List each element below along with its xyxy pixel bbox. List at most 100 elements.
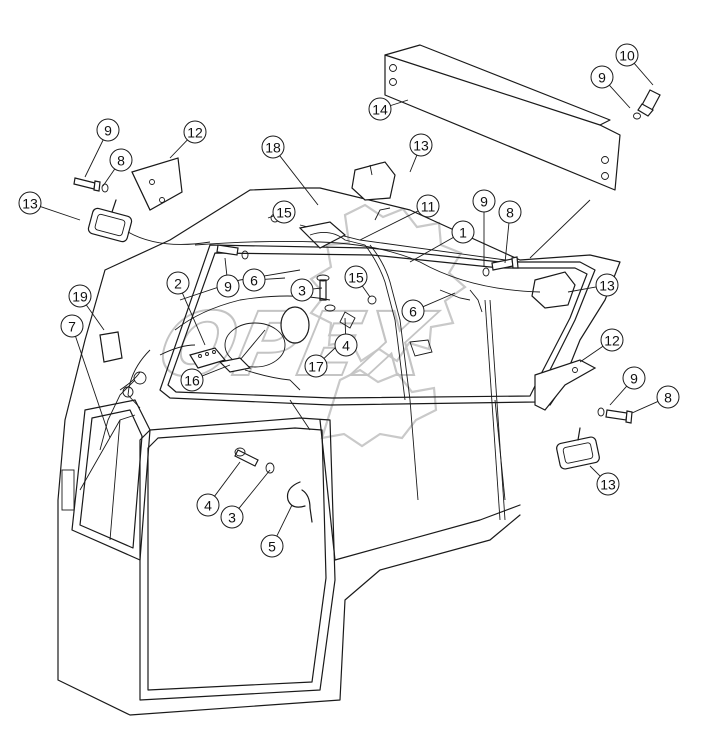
callout-number: 14 bbox=[372, 102, 388, 118]
callout-9: 9 bbox=[472, 189, 496, 267]
callout-11: 11 bbox=[359, 194, 440, 241]
callout-circle bbox=[590, 65, 614, 89]
callout-leader bbox=[85, 304, 105, 331]
bracket-right bbox=[534, 359, 597, 411]
work-light-right-upper bbox=[531, 271, 576, 309]
callout-number: 3 bbox=[298, 283, 306, 299]
callout-9: 9 bbox=[609, 366, 646, 406]
callout-leader bbox=[609, 385, 628, 406]
callout-circle bbox=[18, 191, 42, 215]
callout-leader bbox=[422, 292, 456, 308]
callout-number: 9 bbox=[630, 371, 638, 387]
roof-fixtures bbox=[224, 213, 483, 368]
callout-circle bbox=[401, 299, 425, 323]
cab-body bbox=[57, 187, 621, 716]
callout-leader bbox=[267, 215, 274, 219]
callout-circle bbox=[344, 265, 368, 289]
callout-number: 9 bbox=[480, 194, 488, 210]
callout-number: 13 bbox=[600, 477, 616, 493]
callout-6: 6 bbox=[401, 292, 456, 323]
callout-5: 5 bbox=[260, 504, 293, 558]
callout-number: 9 bbox=[598, 70, 606, 86]
callout-13: 13 bbox=[409, 133, 433, 173]
callout-number: 1 bbox=[459, 225, 467, 241]
callout-leader bbox=[504, 222, 510, 264]
callout-leader bbox=[264, 277, 286, 280]
callout-3: 3 bbox=[220, 469, 271, 529]
callout-circle bbox=[261, 135, 285, 159]
callout-leader bbox=[609, 84, 631, 109]
callout-number: 5 bbox=[268, 539, 276, 555]
callout-circle bbox=[595, 273, 619, 297]
callout-9: 9 bbox=[84, 118, 120, 178]
callout-12: 12 bbox=[579, 328, 624, 363]
callout-number: 8 bbox=[506, 205, 514, 221]
callout-circle bbox=[472, 189, 496, 213]
callout-circle bbox=[242, 268, 266, 292]
callout-18: 18 bbox=[261, 135, 319, 206]
callout-leader bbox=[75, 336, 111, 439]
callout-12: 12 bbox=[169, 120, 207, 159]
callout-17: 17 bbox=[304, 347, 336, 378]
callout-circle bbox=[290, 278, 314, 302]
callout-6: 6 bbox=[242, 268, 286, 292]
callout-circle bbox=[615, 43, 639, 67]
callout-circle bbox=[451, 220, 475, 244]
callout-3: 3 bbox=[290, 278, 323, 302]
callout-circle bbox=[216, 274, 240, 298]
callout-leader bbox=[390, 99, 409, 107]
callout-1: 1 bbox=[409, 220, 475, 263]
grab-handle bbox=[286, 481, 313, 523]
bracket-left bbox=[131, 157, 183, 211]
callout-leader bbox=[344, 317, 347, 335]
callout-leader bbox=[359, 210, 419, 241]
callout-number: 15 bbox=[276, 205, 292, 221]
callout-circle bbox=[220, 505, 244, 529]
callout-number: 6 bbox=[409, 304, 417, 320]
callout-number: 3 bbox=[228, 510, 236, 526]
callout-circle bbox=[272, 200, 296, 224]
callout-leader bbox=[567, 286, 597, 293]
callout-circle bbox=[368, 97, 392, 121]
callout-leader bbox=[276, 504, 293, 537]
callout-leader bbox=[409, 237, 454, 263]
callout-leader bbox=[579, 345, 604, 363]
callout-13: 13 bbox=[18, 191, 81, 221]
callout-circle bbox=[498, 200, 522, 224]
callout-8: 8 bbox=[102, 148, 133, 187]
callout-leader bbox=[238, 469, 271, 509]
callout-number: 15 bbox=[348, 270, 364, 286]
callout-circle bbox=[196, 493, 220, 517]
callout-16: 16 bbox=[180, 364, 231, 392]
callout-8: 8 bbox=[631, 385, 680, 414]
callout-circle bbox=[600, 328, 624, 352]
callout-leader bbox=[633, 63, 654, 86]
callout-13: 13 bbox=[567, 273, 619, 297]
callout-4: 4 bbox=[196, 461, 241, 517]
callout-number: 4 bbox=[204, 498, 212, 514]
callout-14: 14 bbox=[368, 97, 409, 121]
callout-number: 11 bbox=[421, 199, 436, 215]
callout-circle bbox=[596, 472, 620, 496]
callout-circle bbox=[96, 118, 120, 142]
callout-10: 10 bbox=[615, 43, 654, 86]
callout-number: 13 bbox=[413, 138, 429, 154]
callout-leader bbox=[312, 287, 323, 290]
callout-4: 4 bbox=[334, 317, 358, 357]
callout-9: 9 bbox=[590, 65, 631, 109]
callout-13: 13 bbox=[589, 465, 620, 496]
callout-circle bbox=[416, 194, 440, 218]
callout-leader bbox=[102, 168, 116, 187]
callout-leader bbox=[631, 401, 659, 414]
callout-circle bbox=[334, 333, 358, 357]
callout-number: 8 bbox=[664, 390, 672, 406]
callout-number: 12 bbox=[187, 125, 203, 141]
callout-number: 19 bbox=[72, 289, 88, 305]
rear-panel bbox=[384, 44, 621, 259]
callout-circle bbox=[656, 385, 680, 409]
callout-2: 2 bbox=[166, 271, 206, 346]
callout-number: 8 bbox=[117, 153, 125, 169]
callout-8: 8 bbox=[498, 200, 522, 264]
callout-number: 2 bbox=[174, 276, 182, 292]
callout-circle bbox=[622, 366, 646, 390]
